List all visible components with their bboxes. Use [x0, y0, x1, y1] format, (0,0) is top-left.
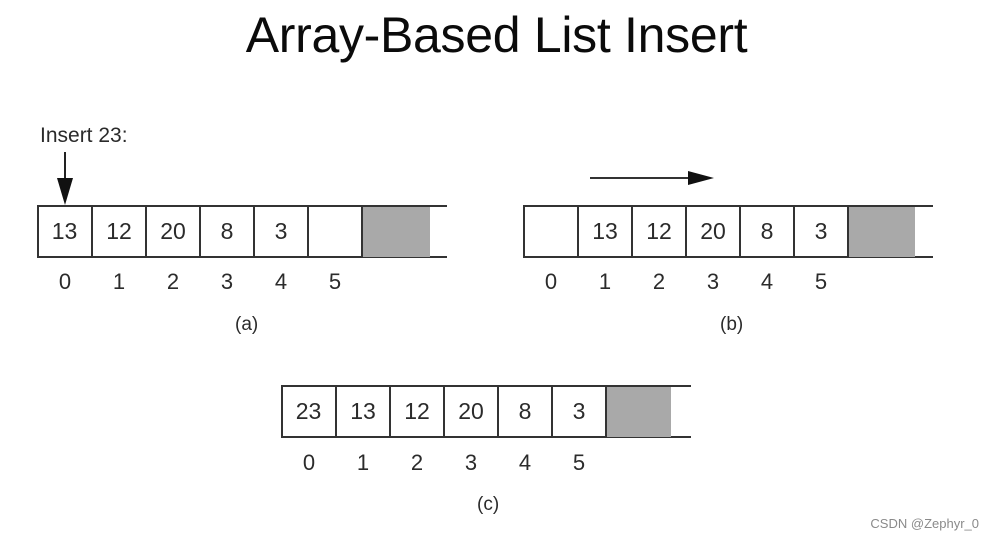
array-cell: 8	[220, 218, 234, 244]
caption-b: (b)	[720, 314, 744, 335]
insert-label: Insert 23:	[40, 124, 128, 147]
index-label: 0	[544, 269, 558, 294]
watermark: CSDN @Zephyr_0	[870, 516, 979, 531]
array-cell: 8	[760, 218, 774, 244]
array-cell: 8	[518, 398, 532, 424]
insert-arrow-icon	[57, 152, 73, 205]
array-cell: 13	[592, 218, 618, 244]
caption-c: (c)	[477, 494, 500, 515]
index-label: 3	[464, 450, 478, 475]
index-label: 0	[302, 450, 316, 475]
array-c: 23 13 12 20 8 3	[281, 385, 693, 438]
index-label: 5	[328, 269, 342, 294]
index-label: 1	[112, 269, 126, 294]
index-label: 2	[410, 450, 424, 475]
array-cell: 13	[350, 398, 376, 424]
shift-right-arrow-icon	[590, 171, 714, 185]
index-label: 4	[760, 269, 774, 294]
index-label: 1	[598, 269, 612, 294]
array-cell	[308, 205, 362, 258]
index-label: 4	[274, 269, 288, 294]
array-cell: 12	[404, 398, 430, 424]
index-label: 0	[58, 269, 72, 294]
array-cell: 3	[274, 218, 288, 244]
array-cell: 13	[51, 218, 78, 244]
index-label: 1	[356, 450, 370, 475]
array-a: 13 12 20 8 3	[37, 205, 449, 258]
array-cell	[523, 205, 578, 258]
reserved-cell	[607, 387, 671, 437]
array-cell: 12	[646, 218, 672, 244]
index-label: 2	[652, 269, 666, 294]
index-label: 4	[518, 450, 532, 475]
index-label: 2	[166, 269, 180, 294]
reserved-cell	[363, 207, 430, 257]
index-label: 3	[706, 269, 720, 294]
caption-a: (a)	[235, 314, 259, 335]
page-title: Array-Based List Insert	[245, 7, 748, 63]
array-cell: 20	[700, 218, 726, 244]
index-label: 3	[220, 269, 234, 294]
index-label: 5	[572, 450, 586, 475]
array-cell: 12	[106, 218, 132, 244]
array-cell: 3	[814, 218, 828, 244]
array-cell: 20	[160, 218, 186, 244]
array-cell: 23	[295, 398, 322, 424]
array-cell: 3	[572, 398, 586, 424]
array-cell: 20	[458, 398, 484, 424]
reserved-cell	[849, 207, 915, 257]
array-b: 13 12 20 8 3	[523, 205, 935, 258]
index-label: 5	[814, 269, 828, 294]
